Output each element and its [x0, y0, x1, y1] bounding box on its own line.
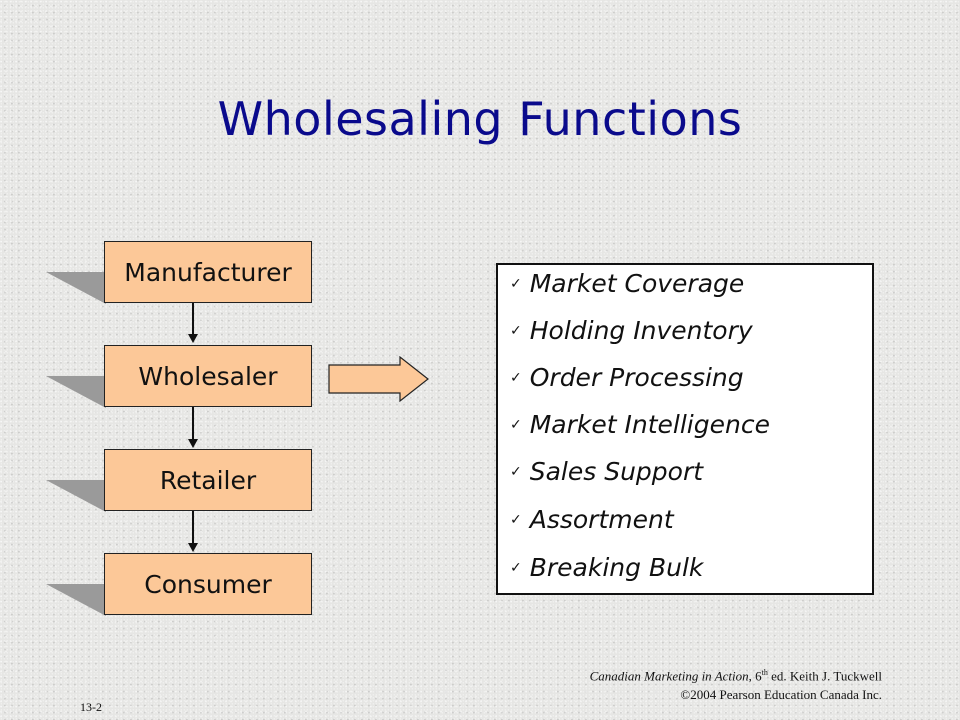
chain-box-manufacturer: Manufacturer	[104, 241, 312, 303]
checkmark-icon: ✓	[510, 463, 522, 480]
function-item: ✓ Sales Support	[510, 457, 703, 486]
edition-author: ed. Keith J. Tuckwell	[767, 668, 882, 684]
function-label: Breaking Bulk	[529, 553, 704, 582]
function-item: ✓ Breaking Bulk	[510, 553, 703, 582]
function-item: ✓ Market Coverage	[510, 269, 744, 298]
connector-line	[192, 303, 194, 335]
footer-credit: Canadian Marketing in Action, 6th ed. Ke…	[590, 663, 882, 704]
connector-arrowhead	[188, 334, 198, 343]
chain-box-retailer: Retailer	[104, 449, 312, 511]
chain-box-consumer: Consumer	[104, 553, 312, 615]
checkmark-icon: ✓	[510, 559, 522, 576]
functions-panel: ✓ Market Coverage ✓ Holding Inventory ✓ …	[496, 263, 874, 595]
checkmark-icon: ✓	[510, 275, 522, 292]
checkmark-icon: ✓	[510, 511, 522, 528]
box-shadow	[46, 480, 106, 512]
checkmark-icon: ✓	[510, 369, 522, 386]
footer-copyright: ©2004 Pearson Education Canada Inc.	[680, 687, 882, 703]
box-shadow	[46, 272, 106, 304]
function-label: Market Intelligence	[529, 410, 770, 439]
connector-arrowhead	[188, 543, 198, 552]
function-item: ✓ Holding Inventory	[510, 316, 753, 345]
footer-line-1: Canadian Marketing in Action, 6th ed. Ke…	[589, 668, 882, 684]
slide-number: 13-2	[80, 700, 102, 714]
edition-suffix: th	[761, 668, 768, 677]
box-shadow	[46, 584, 106, 616]
checkmark-icon: ✓	[510, 416, 522, 433]
function-label: Assortment	[529, 505, 674, 534]
right-arrow-icon	[328, 356, 429, 402]
slide-title: Wholesaling Functions	[217, 92, 743, 146]
function-item: ✓ Market Intelligence	[510, 410, 770, 439]
connector-line	[192, 407, 194, 440]
function-label: Sales Support	[529, 457, 704, 486]
edition-number: 6	[755, 668, 762, 684]
connector-line	[192, 511, 194, 544]
box-shadow	[46, 376, 106, 408]
checkmark-icon: ✓	[510, 322, 522, 339]
chain-box-wholesaler: Wholesaler	[104, 345, 312, 407]
function-label: Holding Inventory	[529, 316, 753, 345]
function-label: Order Processing	[529, 363, 744, 392]
function-label: Market Coverage	[529, 269, 745, 298]
function-item: ✓ Order Processing	[510, 363, 744, 392]
connector-arrowhead	[188, 439, 198, 448]
book-title: Canadian Marketing in Action	[589, 668, 749, 684]
function-item: ✓ Assortment	[510, 505, 674, 534]
